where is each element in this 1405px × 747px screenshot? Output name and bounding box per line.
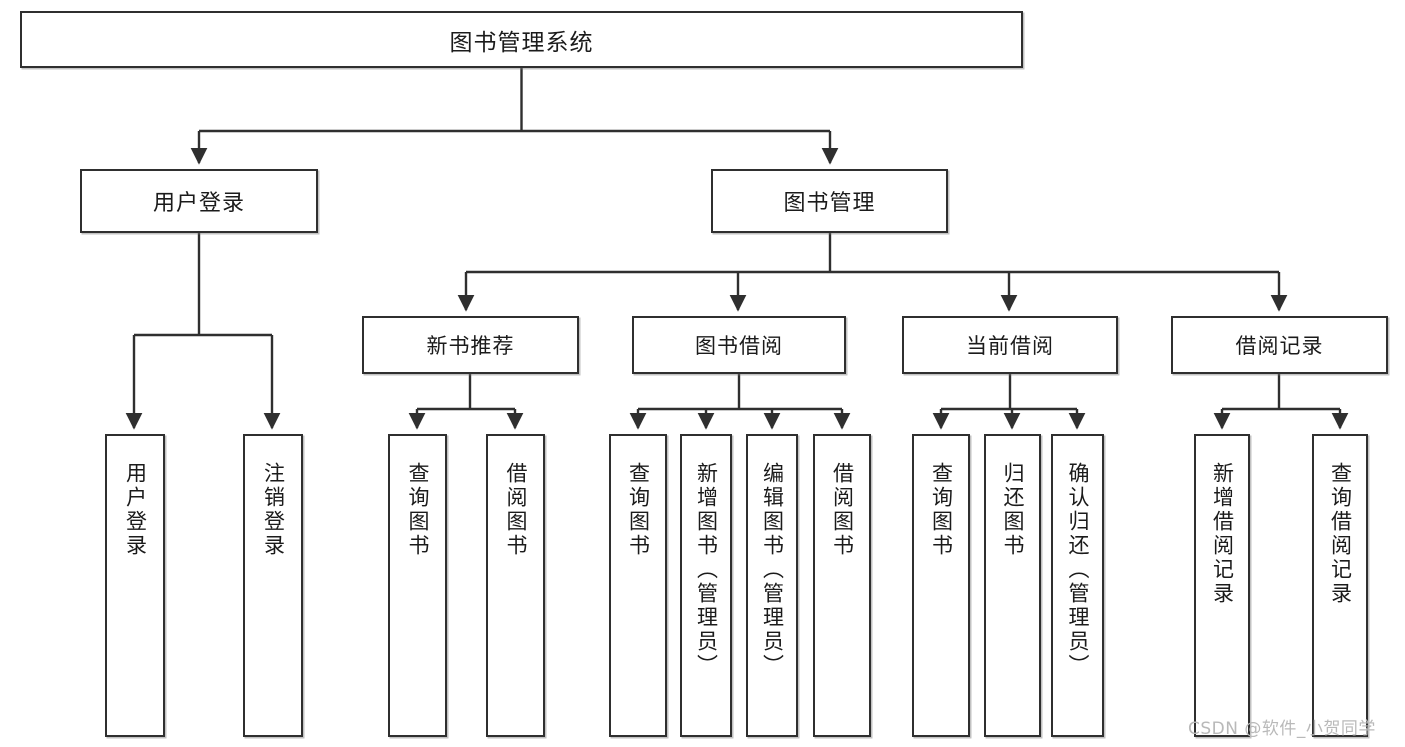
node-root-label: 图书管理系统: [449, 29, 594, 56]
node-user-login-label: 用户登录: [152, 191, 245, 216]
node-leaf-confirm-return[interactable]: 确认归还（管理员）: [1051, 434, 1104, 737]
node-leaf-query-book-3[interactable]: 查询图书: [912, 434, 970, 737]
node-user-login[interactable]: 用户登录: [80, 169, 318, 233]
node-new-book-rec-label: 新书推荐: [426, 334, 515, 358]
node-leaf-query-book-1-label: 查询图书: [406, 462, 430, 558]
node-leaf-user-login-label: 用户登录: [123, 462, 148, 558]
node-leaf-add-book[interactable]: 新增图书（管理员）: [680, 434, 732, 737]
node-borrow-record[interactable]: 借阅记录: [1171, 316, 1388, 374]
node-book-manage[interactable]: 图书管理: [711, 169, 948, 233]
node-leaf-edit-book-label: 编辑图书（管理员）: [760, 462, 785, 678]
node-borrow-record-label: 借阅记录: [1235, 334, 1324, 358]
node-leaf-user-logout[interactable]: 注销登录: [243, 434, 303, 737]
node-leaf-add-record-label: 新增借阅记录: [1210, 462, 1235, 606]
node-leaf-user-logout-label: 注销登录: [261, 462, 286, 558]
node-leaf-add-record[interactable]: 新增借阅记录: [1194, 434, 1250, 737]
node-leaf-user-login[interactable]: 用户登录: [105, 434, 165, 737]
node-root[interactable]: 图书管理系统: [20, 11, 1023, 68]
node-leaf-query-book-1[interactable]: 查询图书: [388, 434, 447, 737]
node-leaf-borrow-book-1[interactable]: 借阅图书: [486, 434, 545, 737]
node-leaf-query-record[interactable]: 查询借阅记录: [1312, 434, 1368, 737]
node-leaf-query-book-2-label: 查询图书: [626, 462, 651, 558]
node-leaf-query-book-3-label: 查询图书: [929, 462, 954, 558]
node-leaf-borrow-book-1-label: 借阅图书: [504, 462, 528, 558]
watermark: CSDN @软件_小贺同学: [1188, 719, 1376, 739]
node-leaf-borrow-book-2[interactable]: 借阅图书: [813, 434, 871, 737]
node-book-borrow-label: 图书借阅: [695, 334, 783, 358]
node-leaf-query-record-label: 查询借阅记录: [1328, 462, 1353, 606]
node-book-manage-label: 图书管理: [783, 191, 876, 216]
node-leaf-return-book[interactable]: 归还图书: [984, 434, 1041, 737]
node-leaf-query-book-2[interactable]: 查询图书: [609, 434, 667, 737]
node-book-borrow[interactable]: 图书借阅: [632, 316, 846, 374]
node-leaf-confirm-return-label: 确认归还（管理员）: [1066, 462, 1090, 678]
node-leaf-edit-book[interactable]: 编辑图书（管理员）: [746, 434, 798, 737]
node-current-borrow[interactable]: 当前借阅: [902, 316, 1118, 374]
node-current-borrow-label: 当前借阅: [966, 334, 1054, 358]
node-leaf-return-book-label: 归还图书: [1001, 462, 1025, 558]
node-leaf-borrow-book-2-label: 借阅图书: [830, 462, 855, 558]
node-leaf-add-book-label: 新增图书（管理员）: [694, 462, 719, 678]
node-new-book-rec[interactable]: 新书推荐: [362, 316, 579, 374]
